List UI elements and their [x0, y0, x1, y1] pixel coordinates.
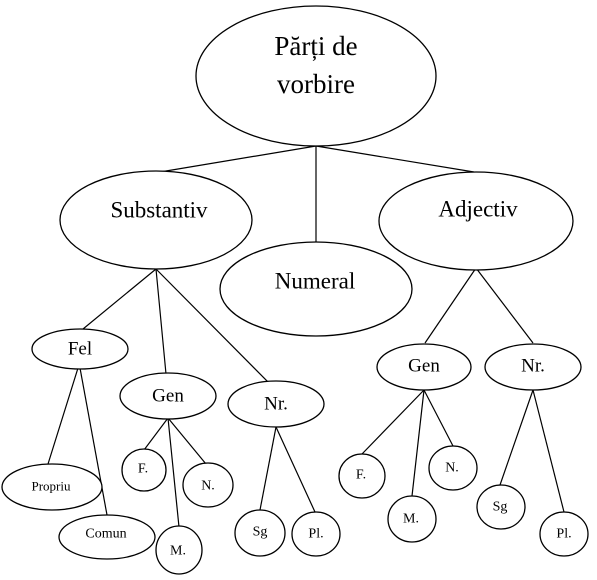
node-adj-gen-n: N.: [428, 445, 478, 491]
edge-root-substantiv: [159, 145, 317, 173]
node-adjectiv: Adjectiv: [378, 171, 574, 271]
subst-nr-pl-label: Pl.: [308, 527, 323, 542]
subst-nr-sg-label: Sg: [253, 525, 268, 540]
edge-adjgen-f: [361, 389, 425, 455]
node-subst-gen-f: F.: [121, 448, 167, 492]
edge-adjectiv-nr: [475, 267, 534, 344]
node-root: Părți de vorbire: [195, 5, 437, 147]
node-adj-gen-m: M.: [387, 495, 437, 543]
node-subst-nr: Nr.: [227, 380, 325, 428]
edges: [47, 145, 565, 528]
edge-gen-n: [167, 417, 207, 465]
node-comun: Comun: [58, 514, 156, 560]
node-subst-gen-n: N.: [182, 462, 234, 508]
node-subst-gen-m: M.: [155, 525, 203, 575]
subst-nr-label: Nr.: [264, 394, 288, 415]
edge-adjgen-m: [411, 389, 425, 497]
edge-adjnr-sg: [499, 389, 534, 486]
node-adj-gen-f: F.: [338, 453, 386, 499]
subst-gen-m-label: M.: [170, 544, 186, 559]
edge-nr-pl: [275, 426, 316, 513]
edge-nr-sg: [259, 426, 277, 511]
subst-gen-label: Gen: [152, 386, 184, 407]
edge-substantiv-gen: [155, 268, 167, 375]
adj-gen-n-label: N.: [445, 461, 459, 476]
node-adj-nr-sg: Sg: [476, 484, 526, 530]
propriu-label: Propriu: [32, 479, 72, 494]
fel-label: Fel: [68, 339, 92, 360]
edge-root-adjectiv: [315, 145, 475, 173]
edge-gen-m: [167, 417, 180, 528]
node-adj-gen: Gen: [376, 343, 472, 391]
adjectiv-label: Adjectiv: [438, 197, 518, 222]
edge-adjectiv-gen: [424, 267, 477, 344]
root-label-line2: vorbire: [277, 69, 355, 99]
numeral-label: Numeral: [275, 269, 355, 294]
edge-fel-comun: [79, 367, 108, 516]
adj-nr-pl-label: Pl.: [556, 527, 571, 542]
comun-label: Comun: [85, 527, 126, 542]
adj-nr-sg-label: Sg: [493, 500, 508, 515]
node-numeral: Numeral: [219, 241, 413, 337]
node-substantiv: Substantiv: [59, 170, 253, 270]
edge-adjnr-pl: [532, 389, 565, 513]
node-adj-nr-pl: Pl.: [539, 511, 589, 557]
node-subst-nr-pl: Pl.: [291, 511, 341, 557]
adj-gen-label: Gen: [408, 356, 440, 377]
root-label-line1: Părți de: [274, 31, 357, 61]
edge-adjgen-n: [423, 389, 454, 447]
subst-gen-n-label: N.: [201, 479, 215, 494]
adj-gen-m-label: M.: [403, 512, 419, 527]
node-subst-gen: Gen: [119, 372, 217, 420]
adj-nr-label: Nr.: [521, 356, 545, 377]
edge-fel-propriu: [47, 367, 79, 465]
adj-gen-f-label: F.: [356, 468, 366, 483]
node-adj-nr: Nr.: [484, 343, 582, 391]
node-propriu: Propriu: [1, 463, 103, 511]
subst-gen-f-label: F.: [138, 462, 148, 477]
edge-substantiv-fel: [82, 268, 157, 330]
node-fel: Fel: [31, 328, 129, 370]
edge-substantiv-nr: [155, 268, 271, 385]
edge-gen-f: [143, 417, 169, 451]
substantiv-label: Substantiv: [110, 198, 208, 223]
node-subst-nr-sg: Sg: [234, 509, 286, 557]
